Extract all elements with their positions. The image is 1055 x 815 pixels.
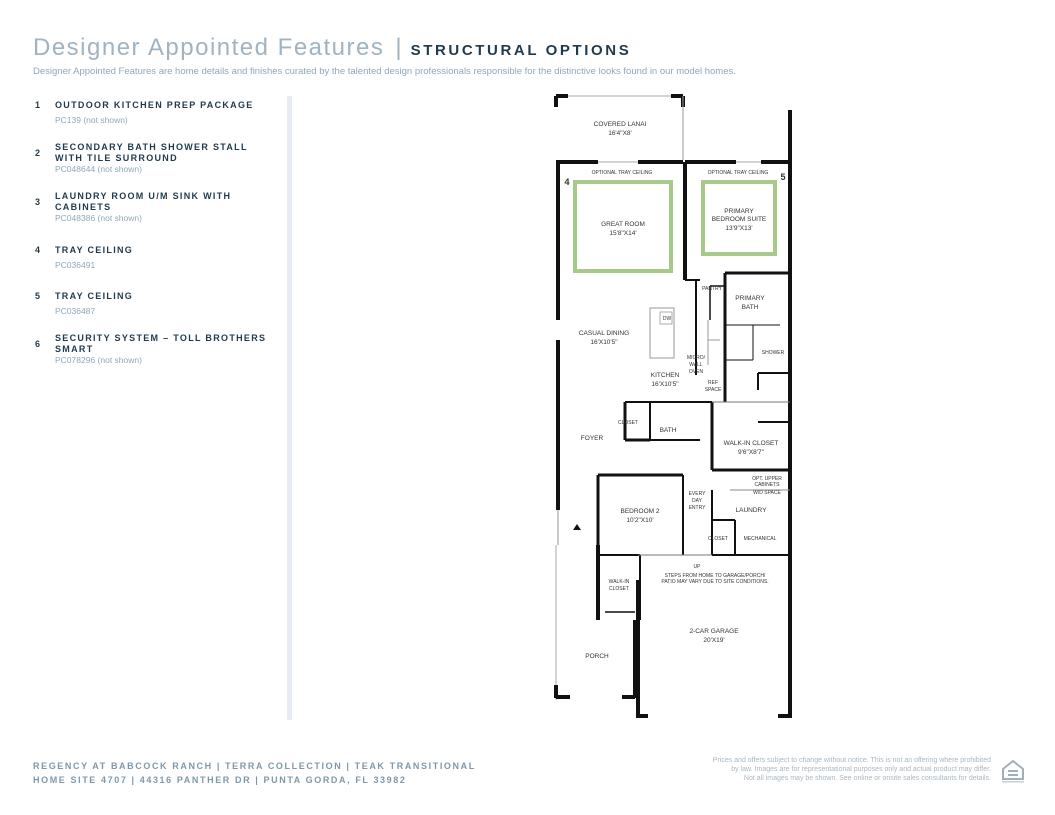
label-walkin-2b: CLOSET: [609, 586, 629, 592]
option-title: LAUNDRY ROOM U/M SINK WITH CABINETS: [55, 191, 232, 212]
page-title: Designer Appointed Features: [33, 34, 385, 61]
label-garage-dim: 20'X19': [703, 637, 724, 644]
label-laundry: LAUNDRY: [736, 507, 768, 514]
label-tray-right: OPTIONAL TRAY CEILING: [708, 170, 769, 176]
label-casual-dining: CASUAL DINING: [579, 330, 629, 337]
option-number: 3: [35, 197, 41, 207]
label-primary-suite-2: BEDROOM SUITE: [712, 216, 767, 223]
divider-bar: [287, 96, 292, 720]
label-walkin-closet-dim: 9'6"X8'7": [738, 449, 765, 456]
option-number: 6: [35, 339, 41, 349]
option-code: PC078296 (not shown): [55, 355, 142, 365]
label-micro-3: OVEN: [689, 369, 704, 375]
disclaimer-line-1: Prices and offers subject to change with…: [712, 757, 991, 764]
label-mechanical: MECHANICAL: [744, 536, 777, 542]
label-everyday-1: EVERY: [689, 491, 707, 497]
label-walkin-closet: WALK-IN CLOSET: [724, 440, 779, 447]
tray-ceiling-primary-suite: [701, 180, 777, 256]
option-number: 2: [35, 148, 41, 158]
label-primary-bath-2: BATH: [742, 304, 759, 311]
label-great-room-dim: 15'8"X14': [609, 230, 636, 237]
label-great-room: GREAT ROOM: [601, 221, 645, 228]
label-primary-suite-dim: 13'9"X13': [725, 225, 752, 232]
label-foyer: FOYER: [581, 435, 604, 442]
option-title: SECURITY SYSTEM – TOLL BROTHERS SMART: [55, 333, 267, 354]
option-title: TRAY CEILING: [55, 245, 134, 255]
tray-ceiling-great-room: [573, 180, 673, 273]
footer-disclaimer: Prices and offers subject to change with…: [661, 756, 991, 783]
label-ref-1: REF: [708, 380, 718, 386]
plan-labels: COVERED LANAI 16'4"X8' OPTIONAL TRAY CEI…: [564, 121, 785, 660]
option-item: 1 OUTDOOR KITCHEN PREP PACKAGE PC139 (no…: [35, 100, 275, 126]
section-title: STRUCTURAL OPTIONS: [410, 42, 632, 59]
option-number: 4: [35, 245, 41, 255]
label-closet-small: CLOSET: [708, 536, 728, 542]
label-garage: 2-CAR GARAGE: [689, 628, 739, 635]
label-steps-2: PATIO MAY VARY DUE TO SITE CONDITIONS.: [661, 579, 768, 585]
option-item: 2 SECONDARY BATH SHOWER STALL WITH TILE …: [35, 142, 275, 175]
label-ref-2: SPACE: [705, 387, 722, 393]
disclaimer-line-3: Not all images may be shown. See online …: [743, 775, 991, 782]
option-item: 5 TRAY CEILING PC036487: [35, 291, 275, 317]
label-steps-1: STEPS FROM HOME TO GARAGE/PORCH/: [665, 573, 766, 579]
footer-community: REGENCY AT BABCOCK RANCH | TERRA COLLECT…: [33, 759, 476, 787]
plan-walls: [554, 94, 792, 718]
option-code: PC036487: [55, 306, 96, 316]
entry-arrow-icon: [573, 524, 581, 530]
label-primary-suite-1: PRIMARY: [724, 208, 754, 215]
title-row: Designer Appointed Features | STRUCTURAL…: [33, 34, 1033, 62]
label-walkin-2a: WALK-IN: [609, 579, 630, 585]
label-porch: PORCH: [585, 653, 609, 660]
footer-line-2: HOME SITE 4707 | 44316 PANTHER DR | PUNT…: [33, 775, 407, 785]
option-title: OUTDOOR KITCHEN PREP PACKAGE: [55, 100, 254, 110]
page-subtitle: Designer Appointed Features are home det…: [33, 66, 736, 77]
label-wd-space: W/D SPACE: [753, 490, 781, 496]
label-everyday-3: ENTRY: [689, 505, 707, 511]
option-item: 6 SECURITY SYSTEM – TOLL BROTHERS SMART …: [35, 333, 275, 366]
footer-line-1: REGENCY AT BABCOCK RANCH | TERRA COLLECT…: [33, 761, 476, 771]
equal-housing-opportunity-icon: [1002, 759, 1024, 783]
label-micro-2: WALL: [689, 362, 703, 368]
option-code: PC139 (not shown): [55, 115, 128, 125]
option-title: SECONDARY BATH SHOWER STALL WITH TILE SU…: [55, 142, 248, 163]
label-casual-dining-dim: 16'X10'5": [590, 339, 618, 346]
label-kitchen: KITCHEN: [651, 372, 680, 379]
label-tray-left: OPTIONAL TRAY CEILING: [592, 170, 653, 176]
label-up: UP: [694, 564, 702, 570]
label-everyday-2: DAY: [692, 498, 703, 504]
label-opt-upper-2: CABINETS: [754, 482, 780, 488]
label-kitchen-dim: 16'X10'5": [651, 381, 679, 388]
marker-4: 4: [564, 177, 569, 187]
option-title: TRAY CEILING: [55, 291, 134, 301]
option-code: PC048386 (not shown): [55, 213, 142, 223]
option-item: 4 TRAY CEILING PC036491: [35, 245, 275, 271]
label-bath: BATH: [660, 427, 677, 434]
title-separator: |: [395, 34, 402, 61]
label-bedroom2: BEDROOM 2: [620, 508, 659, 515]
label-pantry: PANTRY: [702, 286, 722, 292]
label-primary-bath-1: PRIMARY: [735, 295, 765, 302]
label-closet-foyer: CLOSET: [618, 420, 638, 426]
floor-plan-drawing: COVERED LANAI 16'4"X8' OPTIONAL TRAY CEI…: [554, 94, 792, 718]
label-bedroom2-dim: 10'2"X10': [626, 517, 653, 524]
option-code: PC036491: [55, 260, 96, 270]
label-covered-lanai-dim: 16'4"X8': [608, 130, 632, 137]
floor-plan: COVERED LANAI 16'4"X8' OPTIONAL TRAY CEI…: [540, 90, 810, 727]
option-number: 1: [35, 100, 41, 110]
label-dw: DW: [663, 316, 672, 322]
option-number: 5: [35, 291, 41, 301]
marker-5: 5: [780, 172, 785, 182]
disclaimer-line-2: by law. Images are for representational …: [731, 766, 991, 773]
label-shower: SHOWER: [762, 350, 785, 356]
option-item: 3 LAUNDRY ROOM U/M SINK WITH CABINETS PC…: [35, 191, 275, 224]
label-opt-upper-1: OPT. UPPER: [752, 476, 782, 482]
label-micro-1: MICRO/: [687, 355, 706, 361]
page-header: Designer Appointed Features | STRUCTURAL…: [33, 34, 1033, 77]
label-covered-lanai: COVERED LANAI: [594, 121, 647, 128]
option-code: PC048644 (not shown): [55, 164, 142, 174]
